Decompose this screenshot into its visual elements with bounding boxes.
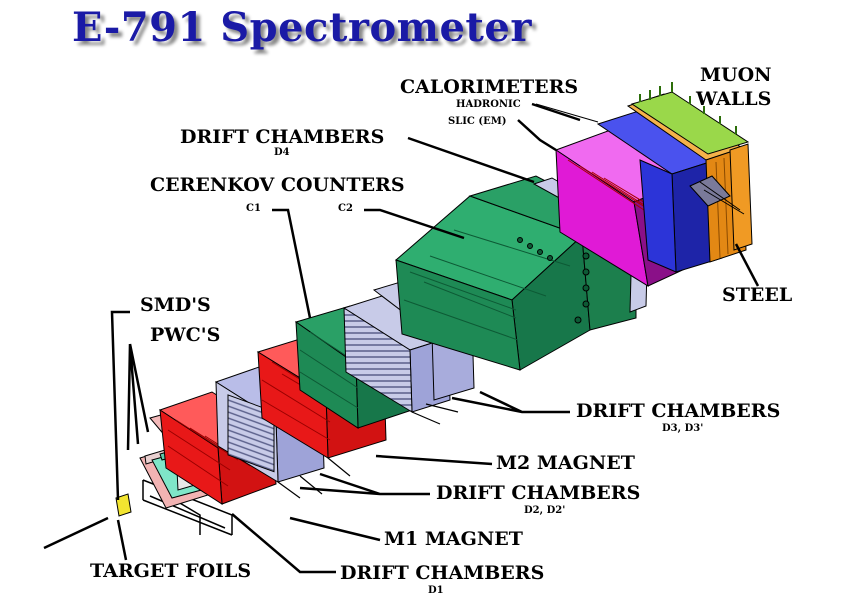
label-m1-magnet: M1 MAGNET (384, 528, 523, 550)
label-drift-chambers-d3: DRIFT CHAMBERS (576, 400, 781, 422)
page-title: E-791 Spectrometer (72, 4, 532, 51)
target-foils (115, 493, 132, 517)
label-drift-chambers-d4: DRIFT CHAMBERS (180, 126, 385, 148)
label-hadronic: HADRONIC (456, 99, 521, 110)
label-d2: D2, D2' (524, 505, 566, 516)
label-m2-magnet: M2 MAGNET (496, 452, 635, 474)
label-muon: MUON (700, 64, 772, 86)
label-slic-em: SLIC (EM) (448, 116, 507, 127)
label-c2: C2 (338, 203, 353, 214)
label-cerenkov-counters: CERENKOV COUNTERS (150, 174, 405, 196)
label-walls: WALLS (696, 88, 772, 110)
muon-walls (630, 82, 750, 155)
muon-connector (689, 175, 745, 215)
label-d1: D1 (428, 585, 444, 596)
label-drift-chambers-d2: DRIFT CHAMBERS (436, 482, 641, 504)
label-d4: D4 (274, 147, 290, 158)
fine-leader-lines (535, 103, 599, 123)
detector-stands (277, 403, 459, 499)
label-steel: STEEL (722, 284, 793, 306)
label-pwcs: PWC'S (150, 324, 221, 346)
label-drift-chambers-d1: DRIFT CHAMBERS (340, 562, 545, 584)
label-d3: D3, D3' (662, 423, 704, 434)
leader-lines (43, 102, 760, 574)
label-c1: C1 (246, 203, 261, 214)
label-target-foils: TARGET FOILS (90, 560, 252, 582)
label-calorimeters: CALORIMETERS (400, 76, 579, 98)
label-smds: SMD'S (140, 294, 211, 316)
